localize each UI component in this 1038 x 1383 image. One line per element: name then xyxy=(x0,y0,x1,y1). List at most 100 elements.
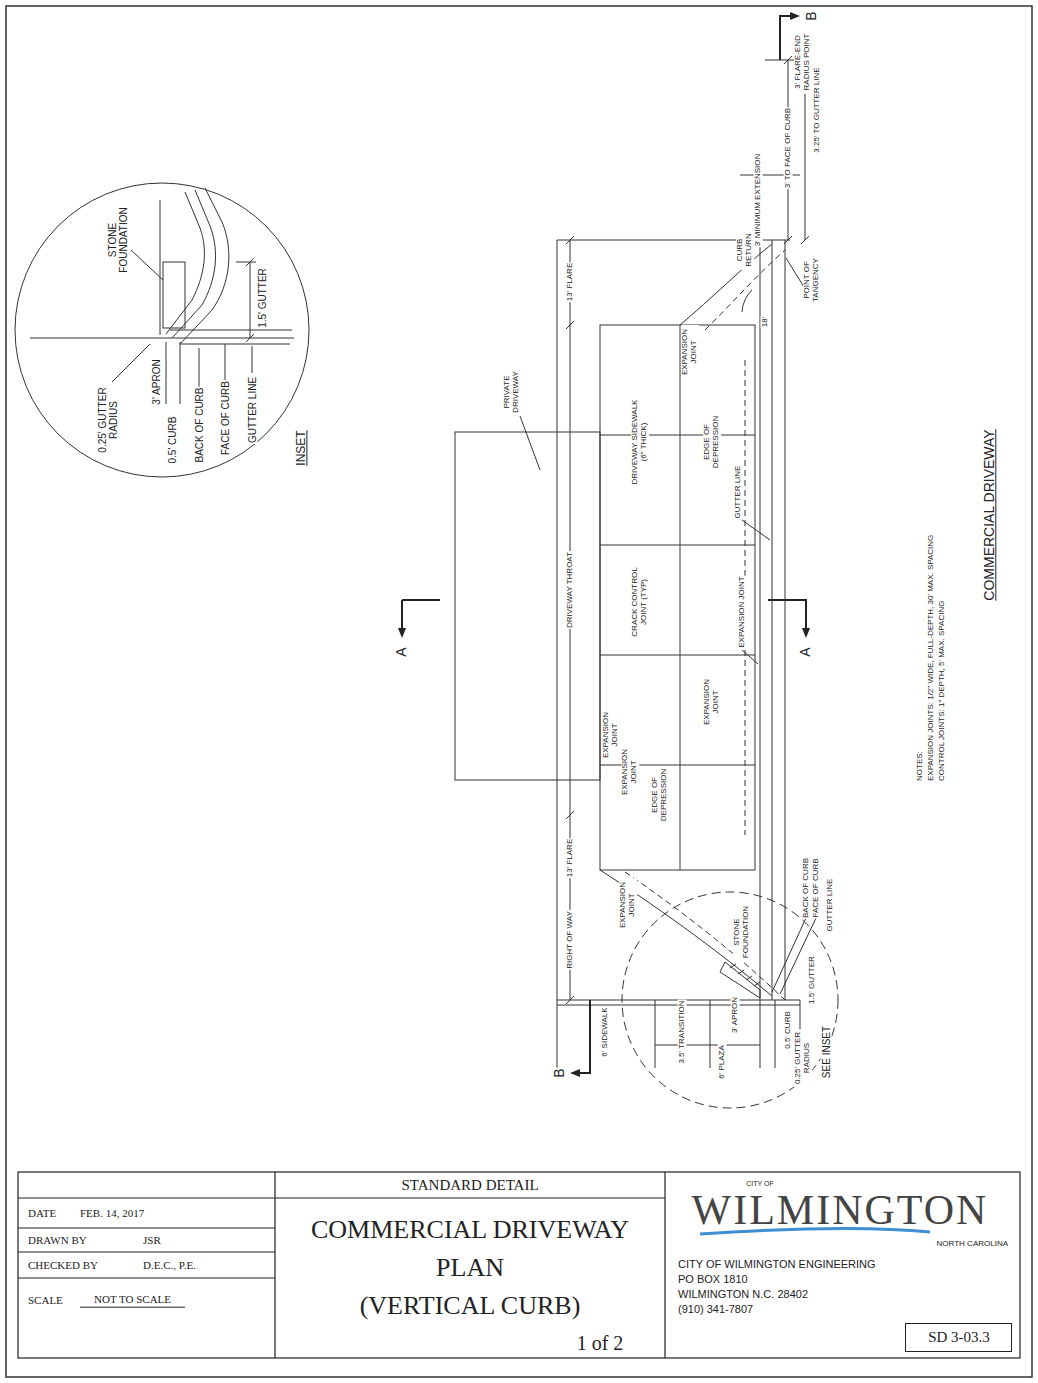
callout-label: DRIVEWAY SIDEWALK (6" THICK) xyxy=(631,396,649,488)
city-logo-cell: CITY OFWILMINGTON NORTH CAROLINA CITY OF W… xyxy=(665,1172,1020,1358)
title-block-grid xyxy=(18,1172,665,1358)
title-block-text: 1 of 2 xyxy=(577,1332,624,1355)
title-block-title: COMMERCIAL DRIVEWAY PLAN (VERTICAL CURB)… xyxy=(275,1198,665,1358)
inset-detail xyxy=(112,250,252,388)
inset-detail xyxy=(160,200,161,335)
section-arrows xyxy=(780,16,790,60)
dimension-label: 3' FLARE-END RADIUS POINT xyxy=(794,30,812,94)
title-block-text: DRAWN BY xyxy=(28,1234,87,1247)
title-line: PLAN xyxy=(280,1249,660,1287)
dimension-label: 1.5' GUTTER xyxy=(808,955,817,1005)
driveway-plan xyxy=(742,290,752,312)
driveway-plan xyxy=(760,240,785,1000)
dimension-label: 6' SIDEWALK xyxy=(601,1006,610,1057)
driveway-plan xyxy=(622,892,838,1108)
callout-label: EXPANSION JOINT xyxy=(681,325,699,379)
title-block-text: NORTH CAROLINA xyxy=(937,1239,1008,1248)
driveway-plan xyxy=(742,650,758,664)
callout-label: EXPANSION JOINT xyxy=(738,575,747,648)
title-block-text: CITY OF WILMINGTON ENGINEERING xyxy=(678,1258,876,1271)
section-arrows xyxy=(768,600,806,628)
driveway-plan xyxy=(557,1000,800,1068)
title-block-text: PO BOX 1810 xyxy=(678,1273,748,1286)
note-text: NOTES: xyxy=(916,750,925,782)
callout-label: EDGE OF DEPRESSION xyxy=(703,413,721,471)
title-line: COMMERCIAL DRIVEWAY xyxy=(280,1211,660,1249)
callout-label: POINT OF TANGENCY xyxy=(803,255,821,305)
dimension-label: 3.25' TO GUTTER LINE xyxy=(813,66,822,153)
dimension-label: 3' TO FACE OF CURB xyxy=(784,107,793,189)
title-line: (VERTICAL CURB) xyxy=(280,1287,660,1325)
inset-title: INSET xyxy=(295,429,308,466)
driveway-plan xyxy=(600,325,755,870)
driveway-plan xyxy=(720,962,760,998)
inset-label: GUTTER LINE xyxy=(247,376,258,444)
driveway-plan xyxy=(566,236,574,1004)
section-letter: A xyxy=(798,646,813,657)
callout-label: EXPANSION JOINT xyxy=(703,675,721,729)
drawing-caption: COMMERCIAL DRIVEWAY xyxy=(982,428,997,601)
section-arrows xyxy=(402,600,440,628)
driveway-plan xyxy=(520,416,540,470)
sheet-number-box: SD 3-03.3 xyxy=(905,1323,1012,1352)
arrowheads xyxy=(398,12,810,1077)
angle-label: 18' xyxy=(761,316,770,328)
inset-label: 3' APRON xyxy=(151,358,162,405)
title-block-text: STANDARD DETAIL xyxy=(401,1177,538,1194)
arrowheads xyxy=(398,628,406,638)
callout-label: SEE INSET xyxy=(821,1025,832,1079)
dimension-label: 0.5' CURB xyxy=(784,1010,793,1050)
dimension-label: 3.5' TRANSITION xyxy=(678,999,687,1064)
driveway-plan xyxy=(680,244,772,325)
section-letter: A xyxy=(394,646,409,657)
driveway-plan xyxy=(600,325,755,870)
inset-detail xyxy=(180,188,290,344)
title-block-text: FEB. 14, 2017 xyxy=(80,1207,144,1220)
inset-label: FACE OF CURB xyxy=(220,380,231,456)
inset-label: 0.5' CURB xyxy=(167,416,178,465)
inset-label: BACK OF CURB xyxy=(194,386,205,463)
title-block-text: (910) 341-7807 xyxy=(678,1303,753,1316)
driveway-plan xyxy=(600,870,772,996)
title-block-grid xyxy=(18,1172,1020,1358)
driveway-plan xyxy=(742,520,770,540)
title-block-text: WILMINGTON xyxy=(692,1186,989,1234)
callout-label: EDGE OF DEPRESSION xyxy=(651,766,669,824)
title-block-header: STANDARD DETAIL xyxy=(275,1172,665,1198)
callout-label: EXPANSION JOINT xyxy=(621,745,639,799)
callout-label: GUTTER LINE xyxy=(826,878,835,933)
dimension-label: DRIVEWAY THROAT xyxy=(566,551,575,629)
title-block-text: SD 3-03.3 xyxy=(928,1329,990,1346)
inset-detail xyxy=(15,183,309,477)
arrowheads xyxy=(570,1069,580,1077)
dimension-label: 13' FLARE xyxy=(566,838,575,878)
callout-label: EXPANSION JOINT xyxy=(602,708,620,762)
title-block-text: COMMERCIAL DRIVEWAY PLAN (VERTICAL CURB) xyxy=(280,1211,660,1325)
inset-detail xyxy=(246,258,254,342)
title-block-cell: CHECKED BYD.E.C., P.E. xyxy=(18,1252,275,1278)
inset-detail xyxy=(15,183,309,477)
callout-label: STONE FOUNDATION xyxy=(733,902,751,962)
note-text: EXPANSION JOINTS: 1/2" WIDE, FULL-DEPTH,… xyxy=(927,534,936,782)
sheet-border xyxy=(6,6,1032,1377)
inset-label: STONE FOUNDATION xyxy=(107,203,129,277)
section-arrows xyxy=(402,16,806,1073)
title-block-text: CITY OF xyxy=(746,1180,773,1188)
arrowheads xyxy=(790,12,800,20)
callout-label: CURB RETURN xyxy=(736,230,754,270)
callout-label: EXPANSION JOINT xyxy=(619,878,637,932)
callout-label: RIGHT OF WAY xyxy=(566,910,575,970)
title-block-text: DATE xyxy=(28,1207,56,1220)
callout-label: GUTTER LINE xyxy=(734,465,743,520)
title-block-cell: DRAWN BY JSR xyxy=(18,1228,275,1252)
inset-detail xyxy=(163,262,185,328)
inset-detail xyxy=(236,262,256,338)
title-block-text: NOT TO SCALE xyxy=(80,1293,185,1308)
title-block-text: JSR xyxy=(143,1234,161,1247)
driveway-plan xyxy=(730,964,760,986)
driveway-plan xyxy=(455,432,600,780)
title-block-text: WILMINGTON N.C. 28402 xyxy=(678,1288,808,1301)
callout-label: CRACK CONTROL JOINT (TYP) xyxy=(631,564,649,640)
dimension-label: 0.25' GUTTER RADIUS xyxy=(794,1029,812,1087)
